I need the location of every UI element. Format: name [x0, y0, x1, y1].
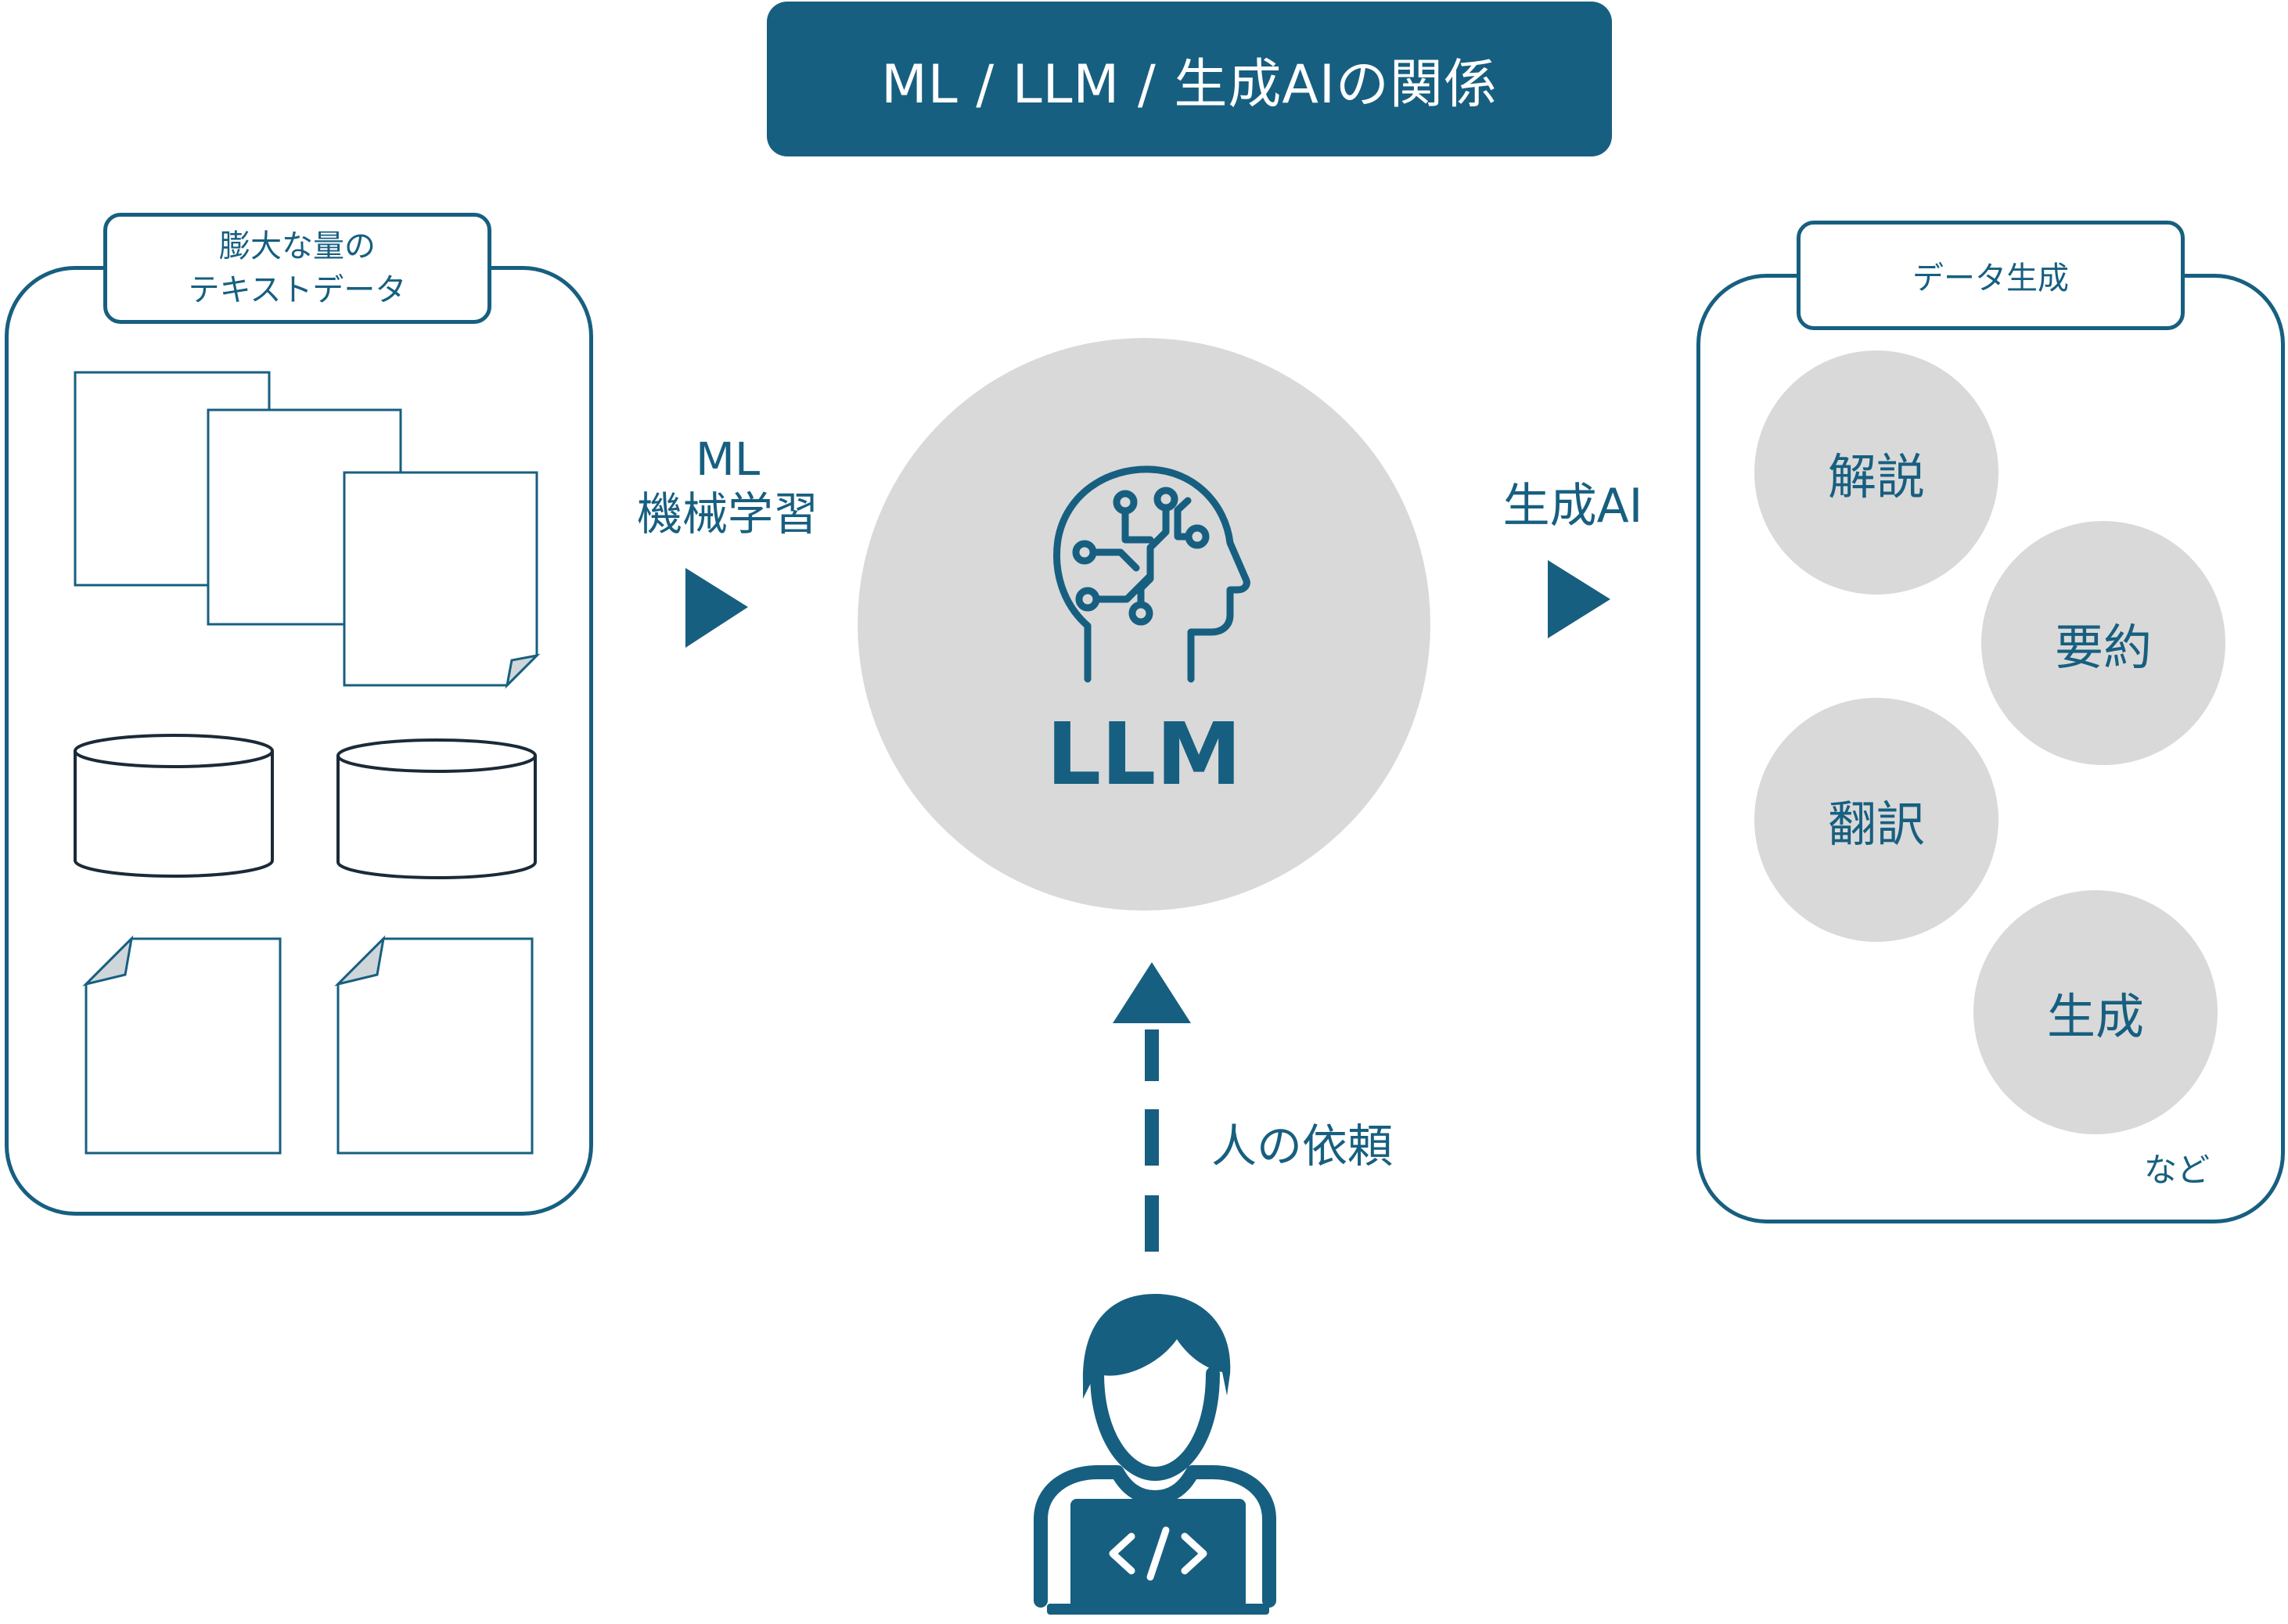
output-item: 生成	[1973, 890, 2218, 1134]
ml-label-line2: 機械学習	[636, 487, 818, 541]
input-tab-line1: 膨大な量の	[219, 228, 376, 264]
ml-arrow-icon	[685, 568, 748, 648]
request-label: 人の依頼	[1211, 1119, 1394, 1173]
output-item: 要約	[1981, 521, 2225, 765]
document-stack-icon	[74, 371, 541, 689]
etc-label: など	[2144, 1151, 2211, 1189]
ml-label: ML 機械学習	[603, 432, 853, 541]
input-panel-tab: 膨大な量の テキストデータ	[103, 213, 491, 324]
developer-laptop-icon	[1034, 1294, 1276, 1615]
document-icon	[334, 935, 534, 1155]
ml-label-line1: ML	[695, 433, 761, 486]
input-tab-line2: テキストデータ	[188, 272, 407, 308]
document-icon	[82, 935, 282, 1155]
database-icon	[74, 734, 274, 878]
output-panel-tab: データ生成	[1797, 221, 2185, 330]
title-banner: ML / LLM / 生成AIの関係	[767, 2, 1612, 156]
genai-arrow-icon	[1548, 560, 1610, 638]
genai-label: 生成AI	[1502, 479, 1643, 534]
brain-circuit-icon	[1053, 465, 1250, 683]
output-item: 翻訳	[1754, 698, 1998, 942]
output-item: 解説	[1754, 350, 1998, 595]
llm-label: LLM	[1046, 704, 1242, 804]
diagram-title: ML / LLM / 生成AIの関係	[881, 53, 1498, 116]
database-icon	[336, 738, 537, 879]
request-arrow-head-icon	[1113, 962, 1191, 1023]
